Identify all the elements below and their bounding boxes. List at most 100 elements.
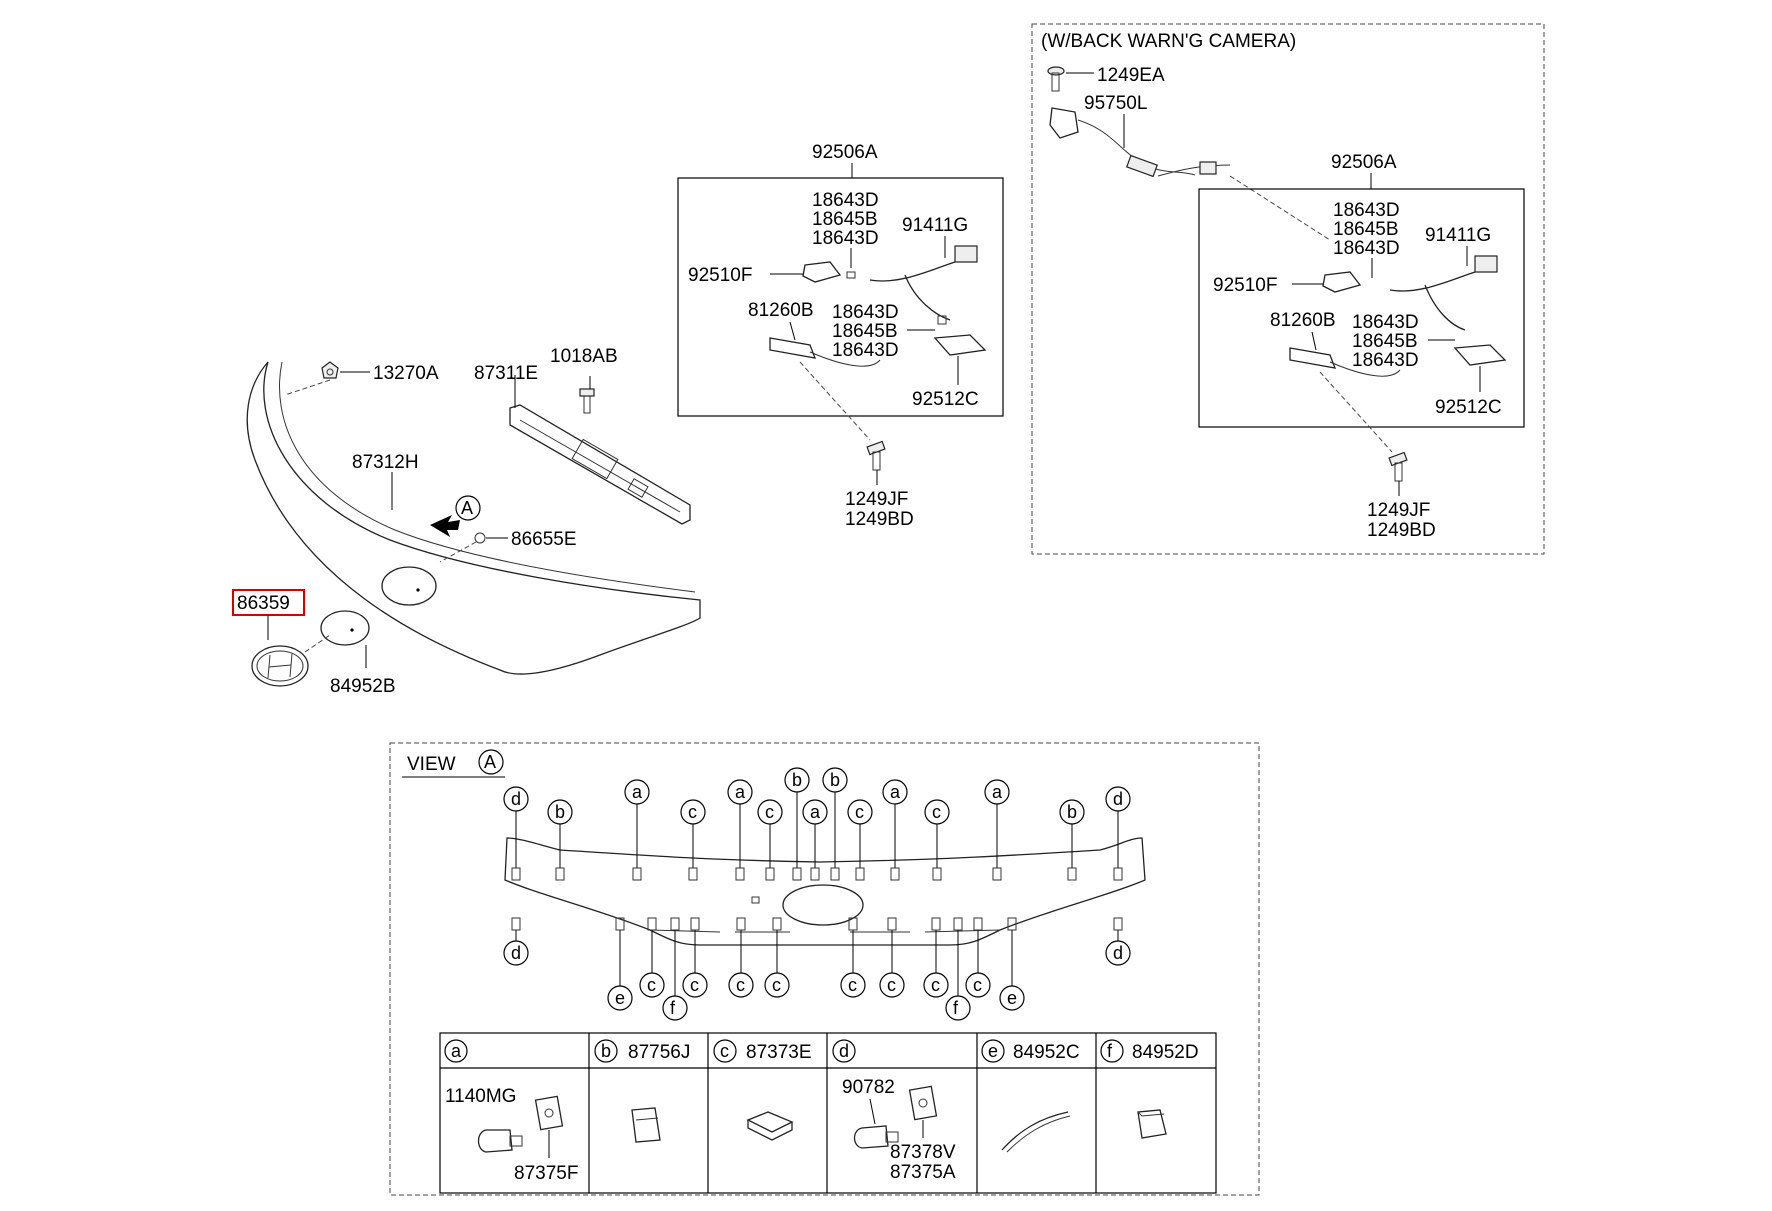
svg-text:18645B: 18645B [832, 321, 898, 342]
view-top-marker-letter-13: b [1067, 802, 1077, 822]
svg-text:81260B: 81260B [748, 300, 814, 321]
view-top-marker-tab-8 [830, 867, 840, 881]
view-top-marker-circle-10 [882, 779, 908, 805]
view-bottom-marker-letter-8: c [887, 975, 896, 995]
label-1018AB: 1018AB [550, 346, 618, 367]
svg-text:1249EA: 1249EA [1097, 65, 1165, 86]
svg-text:84952C: 84952C [1013, 1042, 1080, 1063]
svg-text:18643D: 18643D [1352, 312, 1419, 333]
svg-text:c: c [720, 1041, 729, 1061]
label-86359: 86359 [237, 593, 290, 614]
view-top-marker-letter-12: a [992, 782, 1003, 802]
view-top-marker-tab-2 [632, 867, 642, 881]
view-bottom-marker-circle-11 [965, 972, 991, 998]
view-bottom-marker-circle-5 [728, 972, 754, 998]
camera-option-title: (W/BACK WARN'G CAMERA) [1041, 31, 1296, 52]
view-top-marker-tab-5 [765, 867, 775, 881]
svg-text:18645B: 18645B [1333, 219, 1399, 240]
view-a-box [389, 742, 1260, 1196]
view-top-marker-tab-1 [555, 867, 565, 881]
svg-text:81260B: 81260B [1270, 310, 1336, 331]
view-bottom-marker-circle-1 [607, 985, 633, 1011]
view-bottom-marker-tab-8 [887, 917, 897, 931]
screw-1018AB [579, 376, 595, 414]
view-top-marker-letter-10: a [890, 782, 901, 802]
view-bottom-marker-tab-13 [1113, 917, 1123, 931]
view-bottom-marker-tab-5 [736, 917, 746, 931]
svg-text:87375F: 87375F [514, 1163, 578, 1184]
svg-text:87375A: 87375A [890, 1162, 956, 1183]
svg-text:92512C: 92512C [912, 389, 979, 410]
view-top-marker-letter-8: b [830, 770, 840, 790]
view-bottom-marker-tab-12 [1007, 917, 1017, 931]
bracket-87311E [509, 375, 691, 525]
view-a-title: VIEW [407, 754, 456, 775]
view-bottom-marker-letter-9: c [931, 975, 940, 995]
view-top-marker-letter-6: b [792, 770, 802, 790]
view-bottom-marker-tab-2 [647, 917, 657, 931]
view-top-marker-circle-3 [680, 799, 706, 825]
view-bottom-marker-letter-5: c [736, 975, 745, 995]
view-bottom-marker-circle-13 [1105, 940, 1131, 966]
svg-text:1249JF: 1249JF [845, 489, 908, 510]
lamp-assembly-box-camera [1198, 188, 1525, 428]
svg-text:18643D: 18643D [832, 302, 899, 323]
svg-text:95750L: 95750L [1084, 93, 1147, 114]
svg-text:d: d [839, 1041, 849, 1061]
svg-text:92510F: 92510F [1213, 275, 1277, 296]
view-top-marker-circle-13 [1059, 799, 1085, 825]
view-bottom-marker-letter-7: c [848, 975, 857, 995]
clip-86655E [439, 532, 508, 563]
view-top-marker-letter-2: a [632, 782, 643, 802]
svg-text:A: A [461, 498, 473, 518]
view-top-marker-circle-8 [822, 767, 848, 793]
view-top-marker-letter-3: c [688, 802, 697, 822]
view-top-marker-tab-14 [1113, 867, 1123, 881]
view-bottom-marker-tab-4 [690, 917, 700, 931]
clip-legend-table: a 1140MG 87375F b 87756J c 87373E d 9078… [439, 1032, 1217, 1194]
svg-text:92506A: 92506A [1331, 152, 1397, 173]
svg-text:b: b [601, 1041, 611, 1061]
label-13270A: 13270A [373, 363, 439, 384]
label-84952B: 84952B [330, 676, 396, 697]
view-bottom-marker-letter-4: c [690, 975, 699, 995]
view-a-pointer: A [430, 495, 481, 537]
view-top-marker-tab-3 [688, 867, 698, 881]
view-top-marker-letter-7: a [810, 802, 821, 822]
view-top-marker-circle-9 [847, 799, 873, 825]
view-bottom-marker-circle-0 [503, 940, 529, 966]
view-bottom-marker-circle-2 [639, 972, 665, 998]
svg-text:1249BD: 1249BD [845, 509, 914, 530]
label-87311E: 87311E [474, 363, 538, 384]
view-bottom-marker-letter-11: c [973, 975, 982, 995]
emblem-pad-lower [320, 610, 370, 646]
svg-text:84952D: 84952D [1132, 1042, 1199, 1063]
svg-text:87373E: 87373E [746, 1042, 812, 1063]
view-bottom-marker-letter-2: c [647, 975, 656, 995]
view-top-marker-tab-12 [992, 867, 1002, 881]
view-bottom-marker-letter-3: f [670, 998, 676, 1018]
label-86655E: 86655E [511, 529, 577, 550]
svg-text:18643D: 18643D [1333, 238, 1400, 259]
screw-1249EA [1047, 66, 1065, 92]
view-bottom-marker-letter-6: c [772, 975, 781, 995]
view-bottom-marker-circle-7 [840, 972, 866, 998]
view-top-marker-tab-10 [890, 867, 900, 881]
view-top-marker-letter-14: d [1113, 789, 1123, 809]
view-a-garnish-outline [504, 837, 1146, 946]
svg-text:A: A [484, 752, 496, 772]
view-bottom-marker-circle-3 [662, 995, 688, 1021]
view-top-marker-circle-11 [924, 799, 950, 825]
view-top-marker-letter-5: c [765, 802, 774, 822]
svg-text:18643D: 18643D [1333, 200, 1400, 221]
svg-text:18645B: 18645B [812, 209, 878, 230]
view-top-marker-letter-0: d [511, 789, 521, 809]
svg-text:90782: 90782 [842, 1077, 895, 1098]
view-top-marker-letter-11: c [932, 802, 941, 822]
view-top-marker-circle-7 [802, 799, 828, 825]
view-top-marker-letter-4: a [735, 782, 746, 802]
view-top-marker-circle-14 [1105, 786, 1131, 812]
view-top-marker-tab-9 [855, 867, 865, 881]
trunk-lid-garnish-group: 13270A 87311E 1018AB 87312H A [232, 346, 701, 697]
